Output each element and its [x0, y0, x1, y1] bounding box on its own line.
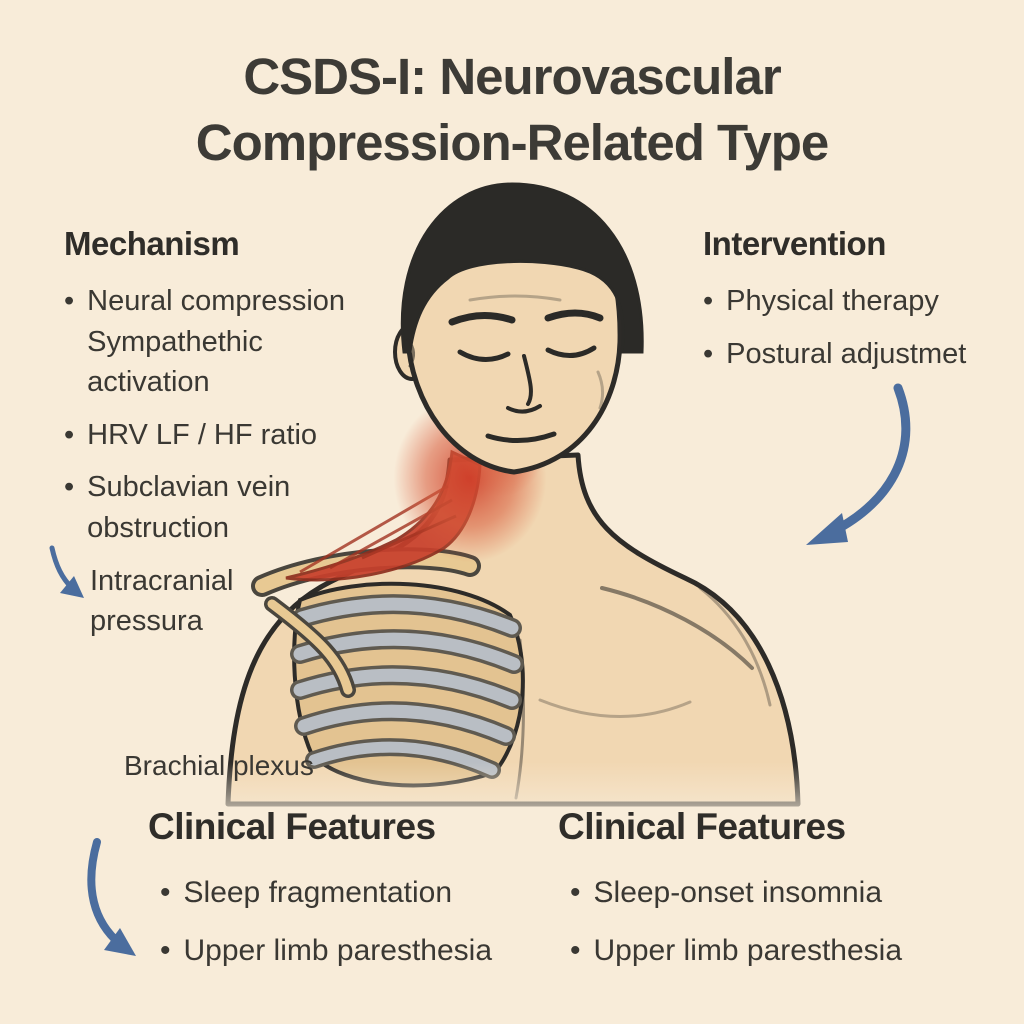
mouth — [485, 431, 557, 444]
list-item: • Upper limb paresthesia — [570, 930, 978, 972]
list-item: • Physical therapy — [703, 281, 1003, 322]
list-item: • Postural adjustmet — [703, 334, 1003, 375]
intervention-heading: Intervention — [703, 225, 886, 262]
section-intervention: Intervention • Physical therapy • Postur… — [703, 225, 1003, 386]
list-item: • Subclavian vein obstruction — [64, 467, 382, 548]
mechanism-heading: Mechanism — [64, 225, 240, 262]
section-clinical-features-left: Clinical Features • Sleep fragmentation … — [148, 806, 548, 988]
title-line-1: CSDS-I: Neurovascular — [243, 48, 781, 105]
label-brachial-plexus: Brachial plexus — [124, 750, 314, 781]
list-item: • Sleep-onset insomnia — [570, 872, 978, 914]
title-line-2: Compression-Related Type — [195, 114, 830, 172]
clinical-arrow-icon — [87, 838, 136, 956]
clinical-left-heading: Clinical Features — [148, 806, 436, 847]
list-item: Intracranial pressura — [90, 564, 234, 638]
section-clinical-features-right: Clinical Features • Sleep-onset insomnia… — [558, 806, 978, 988]
bullet-icon: • — [570, 934, 581, 967]
bullet-icon: • — [160, 876, 171, 909]
section-mechanism: Mechanism • Neural compression Sympathet… — [64, 225, 396, 654]
mechanism-arrow-icon — [49, 545, 84, 598]
list-item: • Upper limb paresthesia — [160, 930, 548, 972]
mechanism-list: • Neural compression Sympathethic activa… — [64, 281, 396, 642]
clinical-left-list: • Sleep fragmentation • Upper limb pares… — [148, 872, 548, 972]
intervention-arrow-icon — [806, 383, 911, 545]
bullet-icon: • — [570, 876, 581, 909]
face — [406, 294, 605, 444]
head — [393, 182, 644, 475]
list-item: • Neural compression Sympathethic activa… — [64, 281, 382, 403]
bullet-icon: • — [703, 285, 714, 317]
bullet-icon: • — [160, 934, 171, 967]
closed-eye-right — [545, 345, 597, 358]
list-item: • HRV LF / HF ratio — [64, 415, 382, 456]
closed-eye-left — [457, 349, 511, 362]
clinical-right-heading: Clinical Features — [558, 806, 846, 847]
bullet-icon: • — [64, 418, 75, 451]
hair — [400, 182, 644, 354]
bullet-icon: • — [64, 471, 75, 504]
ribcage — [290, 581, 525, 788]
bullet-icon: • — [64, 285, 75, 317]
intervention-list: • Physical therapy • Postural adjustmet — [703, 281, 1003, 374]
bullet-icon: • — [703, 337, 714, 370]
list-item: • Sleep fragmentation — [160, 872, 548, 914]
clinical-right-list: • Sleep-onset insomnia • Upper limb pare… — [558, 872, 978, 972]
page-title: CSDS-I: Neurovascular Compression-Relate… — [0, 44, 1024, 177]
